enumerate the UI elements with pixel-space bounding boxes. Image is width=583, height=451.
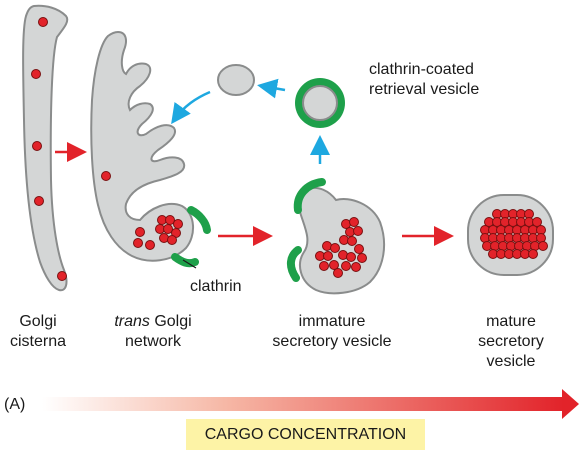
label-immature-vesicle: immature secretory vesicle	[254, 312, 410, 352]
label-clathrin-coated-line2: retrieval vesicle	[369, 81, 480, 98]
panel-label: (A)	[4, 396, 26, 413]
immature-secretory-vesicle	[287, 178, 386, 295]
label-trans-golgi-network: trans Golgi network	[98, 312, 208, 352]
arrow-retrieval	[171, 90, 211, 125]
label-mature-line3: vesicle	[486, 353, 536, 370]
cargo-particle	[538, 241, 548, 251]
cargo-concentration-arrow	[42, 389, 579, 419]
label-clathrin: clathrin	[190, 278, 242, 295]
label-trans-golgi-line2: network	[124, 333, 182, 350]
uncoated-vesicle	[217, 64, 255, 96]
label-trans-golgi-line1: trans Golgi	[98, 312, 208, 332]
label-mature-vesicle: mature secretory vesicle	[466, 312, 556, 372]
label-mature-line2: secretory	[478, 333, 544, 350]
golgi-cisterna	[22, 4, 69, 292]
cargo-particle	[528, 249, 538, 259]
label-trans-golgi-rest: Golgi	[149, 313, 192, 330]
label-golgi-cisterna: Golgi cisterna	[8, 312, 68, 352]
clathrin-coated-retrieval-vesicle	[295, 78, 345, 128]
label-immature-line1: immature	[298, 313, 366, 330]
cargo-concentration-label: CARGO CONCENTRATION	[186, 419, 425, 450]
label-golgi-cisterna-line2: cisterna	[9, 333, 67, 350]
label-immature-line2: secretory vesicle	[272, 333, 392, 350]
trans-golgi-network	[90, 30, 211, 268]
clathrin-pointer	[182, 259, 197, 269]
label-golgi-cisterna-line1: Golgi	[19, 313, 57, 330]
label-mature-line1: mature	[486, 313, 536, 330]
label-clathrin-coated-vesicle: clathrin-coated retrieval vesicle	[369, 60, 479, 100]
mature-cargo-cluster	[480, 209, 548, 259]
label-clathrin-coated-line1: clathrin-coated	[369, 61, 474, 78]
cargo-particle	[532, 217, 542, 227]
arrow-uncoating	[257, 78, 286, 99]
label-trans-italic: trans	[114, 313, 150, 330]
